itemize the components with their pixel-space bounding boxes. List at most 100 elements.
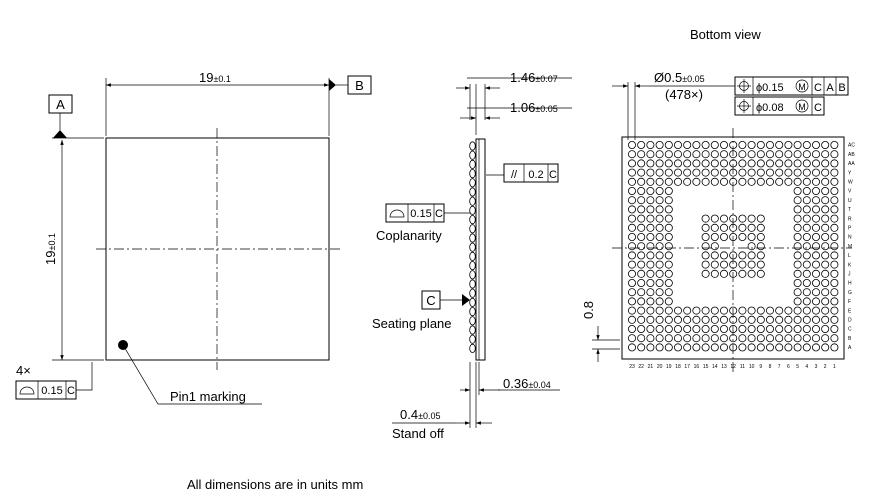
solder-ball	[812, 232, 821, 241]
solder-ball	[830, 186, 839, 195]
solder-ball	[812, 177, 821, 186]
solder-ball	[628, 269, 637, 278]
solder-ball	[821, 278, 830, 287]
solder-ball	[701, 269, 710, 278]
solder-ball	[812, 334, 821, 343]
solder-ball	[674, 343, 683, 352]
solder-ball	[830, 251, 839, 260]
solder-ball	[830, 196, 839, 205]
solder-ball	[821, 251, 830, 260]
solder-ball	[802, 251, 811, 260]
solder-ball	[710, 343, 719, 352]
solder-ball	[775, 315, 784, 324]
solder-ball	[830, 159, 839, 168]
solder-ball	[784, 343, 793, 352]
solder-ball	[747, 269, 756, 278]
solder-ball	[701, 260, 710, 269]
row-label: G	[848, 290, 852, 296]
solder-ball	[812, 306, 821, 315]
body-label: 1.06±0.05	[510, 100, 558, 115]
solder-ball	[747, 242, 756, 251]
solder-ball	[628, 223, 637, 232]
solder-ball	[710, 232, 719, 241]
ball-grid	[628, 140, 839, 352]
row-label: D	[848, 318, 852, 324]
datum-b-label: B	[355, 78, 364, 93]
solder-ball	[747, 214, 756, 223]
solder-ball	[655, 205, 664, 214]
solder-ball	[664, 260, 673, 269]
solder-ball	[738, 177, 747, 186]
column-label: 9	[759, 364, 762, 370]
solder-ball	[756, 251, 765, 260]
solder-ball	[793, 343, 802, 352]
solder-ball	[821, 260, 830, 269]
solder-ball	[747, 260, 756, 269]
solder-ball	[793, 288, 802, 297]
solder-ball	[756, 306, 765, 315]
solder-ball	[664, 205, 673, 214]
solder-ball	[646, 150, 655, 159]
solder-ball	[812, 150, 821, 159]
solder-ball	[692, 306, 701, 315]
svg-text:0.15: 0.15	[410, 208, 431, 220]
solder-ball	[756, 159, 765, 168]
solder-ball	[720, 306, 729, 315]
side-solder-ball	[469, 325, 476, 335]
solder-ball	[692, 324, 701, 333]
solder-ball	[738, 343, 747, 352]
row-label: H	[848, 281, 852, 287]
side-solder-ball	[469, 288, 476, 298]
units-note: All dimensions are in units mm	[187, 477, 363, 492]
solder-ball	[747, 140, 756, 149]
row-label: B	[848, 336, 852, 342]
solder-ball	[793, 223, 802, 232]
solder-ball	[775, 168, 784, 177]
solder-ball	[793, 278, 802, 287]
solder-ball	[756, 177, 765, 186]
column-label: 20	[657, 364, 663, 370]
solder-ball	[747, 232, 756, 241]
solder-ball	[812, 186, 821, 195]
solder-ball	[637, 297, 646, 306]
solder-ball	[802, 269, 811, 278]
solder-ball	[766, 334, 775, 343]
solder-ball	[637, 196, 646, 205]
column-label: 19	[666, 364, 672, 370]
solder-ball	[812, 260, 821, 269]
column-label: 21	[648, 364, 654, 370]
solder-ball	[812, 343, 821, 352]
solder-ball	[812, 223, 821, 232]
solder-ball	[830, 242, 839, 251]
solder-ball	[802, 306, 811, 315]
solder-ball	[646, 177, 655, 186]
column-label: 22	[638, 364, 644, 370]
solder-ball	[793, 140, 802, 149]
solder-ball	[756, 150, 765, 159]
solder-ball	[701, 159, 710, 168]
solder-ball	[637, 186, 646, 195]
solder-ball	[674, 315, 683, 324]
solder-ball	[747, 334, 756, 343]
solder-ball	[655, 140, 664, 149]
datum-b-box	[347, 75, 372, 95]
solder-ball	[701, 334, 710, 343]
solder-ball	[710, 140, 719, 149]
svg-text:0.15: 0.15	[41, 385, 62, 397]
solder-ball	[628, 334, 637, 343]
solder-ball	[793, 242, 802, 251]
svg-text:C: C	[814, 82, 822, 94]
solder-ball	[628, 297, 637, 306]
solder-ball	[664, 315, 673, 324]
solder-ball	[692, 150, 701, 159]
coplanarity-label: Coplanarity	[376, 228, 442, 243]
solder-ball	[784, 334, 793, 343]
column-label: 13	[721, 364, 727, 370]
solder-ball	[738, 269, 747, 278]
solder-ball	[793, 168, 802, 177]
solder-ball	[793, 324, 802, 333]
solder-ball	[793, 251, 802, 260]
solder-ball	[683, 150, 692, 159]
solder-ball	[701, 343, 710, 352]
